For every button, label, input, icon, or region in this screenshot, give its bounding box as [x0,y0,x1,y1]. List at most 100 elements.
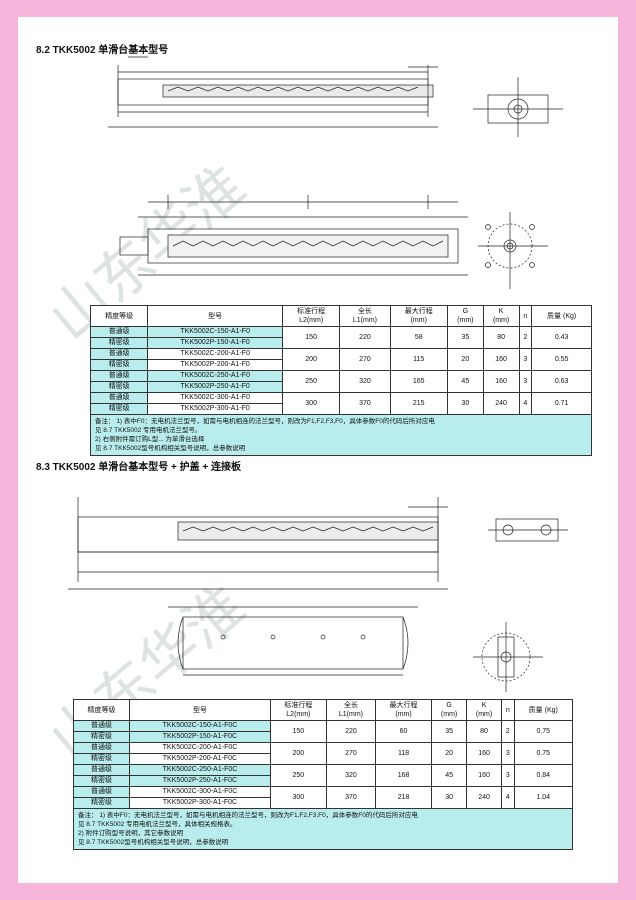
max-stroke-cell: 165 [389,370,448,393]
length-cell: 220 [325,720,377,743]
technical-drawing-8-2 [108,56,563,289]
k-cell: 80 [466,720,503,743]
mass-cell: 0.75 [513,720,574,743]
g-cell: 30 [431,786,468,809]
max-stroke-cell: 168 [374,764,433,787]
model-cell: TKK5002P-150-A1-F0C [129,731,271,743]
k-cell: 160 [466,742,503,765]
n-cell: 3 [501,764,515,787]
g-cell: 45 [431,764,468,787]
stroke-cell: 250 [269,764,327,787]
grade-cell: 普通级 [89,326,149,338]
table-row: 精密级 TKK5002P-300-A1-F0 [89,403,592,415]
length-cell: 370 [339,392,391,415]
col-header: n [501,699,515,721]
grade-cell: 普通级 [72,720,131,732]
stroke-cell: 300 [269,786,327,809]
g-cell: 20 [446,348,484,371]
grade-cell: 普通级 [89,392,149,404]
max-stroke-cell: 218 [374,786,433,809]
model-cell: TKK5002P-300-A1-F0C [129,797,271,809]
n-cell: 3 [518,370,533,393]
length-cell: 270 [325,742,377,765]
section-title-8-3: 8.3 TKK5002 单滑台基本型号 + 护盖 + 连接板 [36,462,242,473]
length-cell: 320 [339,370,391,393]
g-cell: 20 [431,742,468,765]
n-cell: 4 [501,786,515,809]
col-header: 最大行程(mm) [389,305,448,327]
n-cell: 2 [501,720,515,743]
col-header: 型号 [147,305,283,327]
note-line: 见 8.7 TKK5002型号机构相关型号说明，总参数说明 [78,839,229,846]
grade-cell: 精密级 [89,337,149,349]
k-cell: 240 [466,786,503,809]
mass-cell: 0.63 [531,370,592,393]
grade-cell: 精密级 [72,797,131,809]
model-cell: TKK5002P-200-A1-F0 [147,359,283,371]
mass-cell: 0.75 [513,742,574,765]
grade-cell: 普通级 [89,348,149,360]
stroke-cell: 250 [281,370,341,393]
grade-cell: 普通级 [89,370,149,382]
g-cell: 35 [446,326,484,349]
grade-cell: 精密级 [72,775,131,787]
col-header: K(mm) [466,699,503,721]
max-stroke-cell: 58 [389,326,448,349]
note-line: 1) 表中F0：无电机法兰型号，如需与电机相连的法兰型号，则改为F1,F2,F3… [99,812,418,819]
table-row: 精密级 TKK5002P-250-A1-F0 [89,381,592,393]
notes-cell: 备注： 1) 表中F0：无电机法兰型号，如需与电机相连的法兰型号，则改为F1,F… [73,808,573,850]
n-cell: 3 [501,742,515,765]
n-cell: 3 [518,348,533,371]
stroke-cell: 300 [281,392,341,415]
length-cell: 320 [325,764,377,787]
k-cell: 160 [482,348,520,371]
mass-cell: 0.84 [513,764,574,787]
col-header: G(mm) [431,699,468,721]
max-stroke-cell: 60 [374,720,433,743]
g-cell: 45 [446,370,484,393]
model-cell: TKK5002C-200-A1-F0 [147,348,283,360]
model-cell: TKK5002C-150-A1-F0C [129,720,271,732]
model-cell: TKK5002P-150-A1-F0 [147,337,283,349]
length-cell: 220 [339,326,391,349]
table-row: 普通级 TKK5002C-200-A1-F0C 200 270 118 20 1… [72,742,574,765]
stroke-cell: 200 [281,348,341,371]
model-cell: TKK5002P-300-A1-F0 [147,403,283,415]
length-cell: 370 [325,786,377,809]
grade-cell: 精密级 [89,381,149,393]
stroke-cell: 150 [281,326,341,349]
table-row: 普通级 TKK5002C-150-A1-F0C 150 220 60 35 80… [72,720,574,743]
model-cell: TKK5002C-250-A1-F0 [147,370,283,382]
max-stroke-cell: 115 [389,348,448,371]
col-header: 质量 (Kg) [513,699,574,721]
grade-cell: 精密级 [72,731,131,743]
model-cell: TKK5002C-300-A1-F0C [129,786,271,798]
notes-cell: 备注： 1) 表中F0：无电机法兰型号，如需与电机相连的法兰型号，则改为F1,F… [90,414,592,456]
note-line: 见 8.7 TKK5002 专用电机法兰型号，具体相关规格表。 [78,821,237,828]
col-header: 型号 [129,699,271,721]
mass-cell: 0.43 [531,326,592,349]
table-row: 普通级 TKK5002C-300-A1-F0C 300 370 218 30 2… [72,786,574,809]
k-cell: 160 [466,764,503,787]
model-cell: TKK5002C-300-A1-F0 [147,392,283,404]
col-header: 最大行程(mm) [374,699,433,721]
table-row: 普通级 TKK5002C-150-A1-F0 150 220 58 35 80 … [89,326,592,349]
model-cell: TKK5002C-200-A1-F0C [129,742,271,754]
grade-cell: 精密级 [72,753,131,765]
max-stroke-cell: 215 [389,392,448,415]
note-line: 见 8.7 TKK5002 专用电机法兰型号。 [95,427,202,434]
mass-cell: 1.04 [513,786,574,809]
n-cell: 4 [518,392,533,415]
grade-cell: 普通级 [72,764,131,776]
note-line: 1) 表中F0：无电机法兰型号，如需与电机相连的法兰型号，则改为F1,F2,F3… [116,418,435,425]
length-cell: 270 [339,348,391,371]
notes-row: 备注： 1) 表中F0：无电机法兰型号，如需与电机相连的法兰型号，则改为F1,F… [90,414,592,456]
col-header: K(mm) [482,305,520,327]
col-header: G(mm) [446,305,484,327]
table-row: 普通级 TKK5002C-200-A1-F0 200 270 115 20 16… [89,348,592,371]
k-cell: 160 [482,370,520,393]
